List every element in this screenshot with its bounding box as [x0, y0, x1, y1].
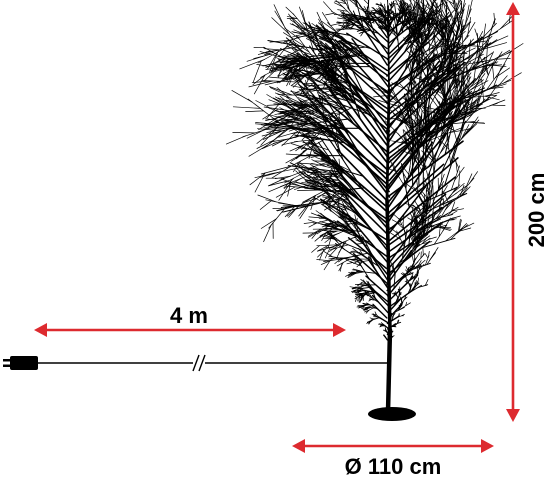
arrowhead-bottom	[506, 409, 520, 422]
height-label: 200 cm	[524, 173, 549, 248]
diameter-label: Ø 110 cm	[345, 454, 442, 479]
arrowhead-right	[333, 323, 346, 337]
diameter-dimension: Ø 110 cm	[292, 439, 494, 479]
cable-length-dimension: 4 m	[34, 303, 346, 337]
led-tree-silhouette-icon	[225, 0, 524, 421]
cable-length-label: 4 m	[170, 303, 208, 328]
arrowhead-left	[292, 439, 305, 453]
power-plug-icon	[3, 356, 38, 370]
arrowhead-top	[506, 2, 520, 15]
arrowhead-left	[34, 323, 47, 337]
arrowhead-right	[481, 439, 494, 453]
height-dimension: 200 cm	[506, 2, 549, 422]
cable-break-mark-icon	[192, 354, 206, 372]
power-cable	[3, 354, 388, 372]
